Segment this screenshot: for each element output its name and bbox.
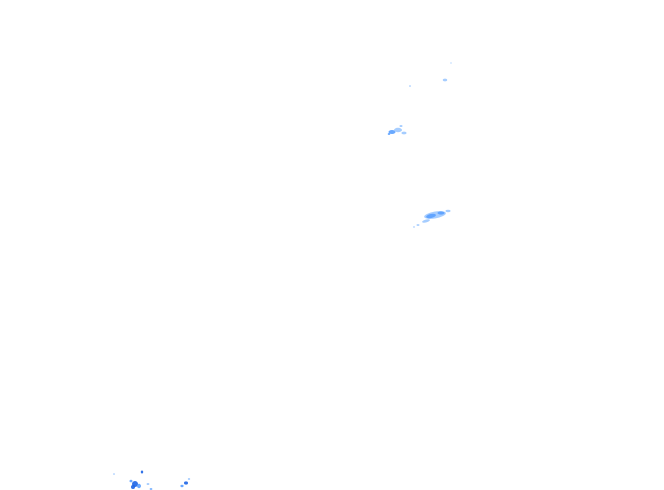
echo-cell	[450, 62, 452, 64]
echo-cell	[422, 219, 430, 223]
echo-cluster-upper	[387, 125, 407, 135]
echo-cell	[113, 473, 115, 475]
echo-cluster-north-east	[409, 62, 452, 87]
echo-cell	[399, 125, 403, 127]
echo-cell	[388, 130, 396, 134]
echo-cell	[187, 478, 191, 480]
echo-cell	[131, 485, 135, 489]
echo-cell	[394, 127, 402, 133]
echo-cluster-center	[413, 209, 451, 228]
echo-cell	[416, 224, 420, 226]
echo-cell	[387, 133, 391, 135]
echo-cell	[180, 484, 184, 488]
echo-cell	[442, 78, 448, 82]
echo-cell	[445, 209, 451, 213]
echo-cell	[409, 85, 411, 87]
echo-cluster-south-west	[113, 470, 191, 490]
echo-cell	[426, 213, 436, 219]
echo-cell	[140, 470, 144, 474]
echo-cell	[413, 226, 415, 228]
echo-cell	[184, 481, 188, 485]
echo-cell	[401, 131, 407, 135]
echo-cell	[437, 211, 445, 215]
echo-cell	[149, 488, 153, 490]
echo-cell	[137, 483, 141, 489]
echo-cell	[146, 483, 150, 485]
echo-cell	[129, 479, 133, 483]
